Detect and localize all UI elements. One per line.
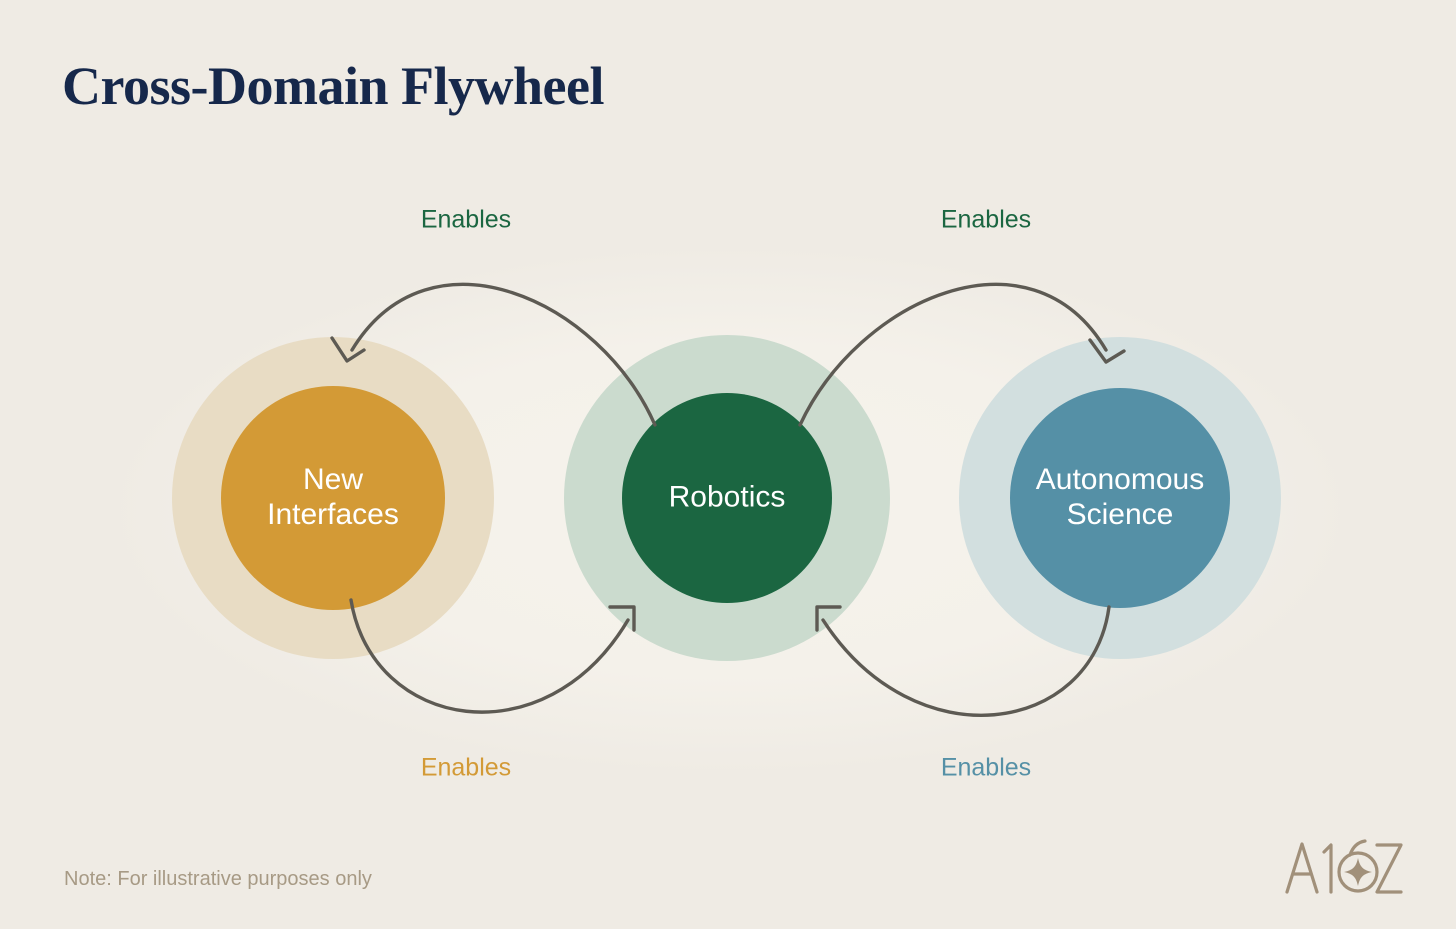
arrowhead-new-interfaces	[330, 336, 366, 363]
logo-letter-a	[1285, 842, 1319, 894]
footnote: Note: For illustrative purposes only	[64, 868, 372, 890]
edge-label-robotics-to-new-interfaces: Enables	[420, 205, 512, 234]
a16z-logo	[1285, 839, 1403, 894]
edge-label-autonomous-science-to-robotics: Enables	[940, 753, 1032, 782]
edge-robotics-to-autonomous-science	[798, 282, 1108, 427]
arrowhead-autonomous-science	[1088, 338, 1126, 364]
logo-letter-z	[1375, 843, 1403, 894]
node-robotics[interactable]	[622, 393, 832, 603]
node-new-interfaces[interactable]	[221, 386, 445, 610]
logo-letter-six-ring	[1337, 851, 1379, 893]
edge-label-new-interfaces-to-robotics: Enables	[420, 753, 512, 782]
page-title: Cross-Domain Flywheel	[62, 56, 604, 116]
logo-star-icon	[1344, 858, 1372, 886]
edge-new-interfaces-to-robotics	[349, 598, 630, 714]
arrowhead-robotics-right	[815, 605, 842, 632]
logo-letter-six-stem	[1348, 839, 1367, 857]
arrowhead-robotics-left	[608, 605, 636, 632]
node-autonomous-science[interactable]	[1010, 388, 1230, 608]
edge-label-robotics-to-autonomous-science: Enables	[940, 205, 1032, 234]
edge-robotics-to-new-interfaces	[350, 282, 657, 427]
edge-autonomous-science-to-robotics	[821, 605, 1111, 717]
logo-letter-one	[1322, 843, 1333, 894]
